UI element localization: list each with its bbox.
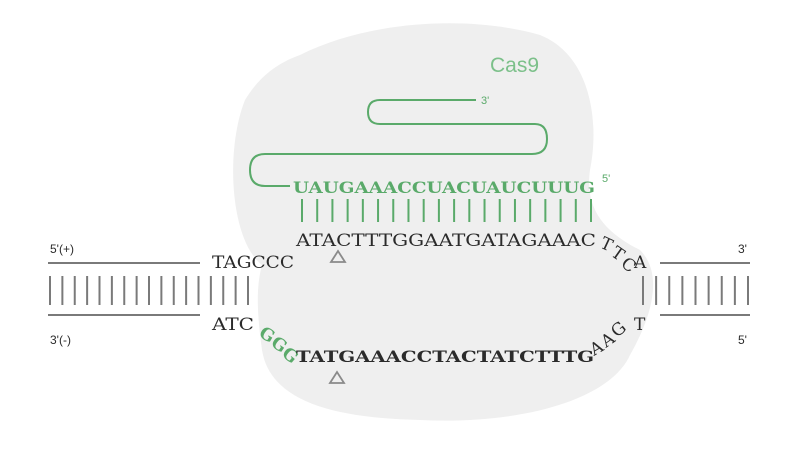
rna-dna-base-pairs: [301, 199, 592, 222]
guide-rna-backbone: [248, 99, 549, 187]
top-strand-target-sequence: ATACTTTGGAATGATAGAAAC: [295, 231, 596, 251]
left-duplex-base-pairs: [49, 276, 249, 305]
right-duplex-base-pairs: [642, 276, 749, 305]
bottom-strand-right-end: T: [634, 315, 646, 335]
cas9-label: Cas9: [490, 54, 539, 77]
bottom-strand-target-sequence: TATGAAACCTACTATCTTTG: [296, 347, 594, 366]
bottom-strand-left-sequence: ATC: [211, 315, 254, 335]
cas9-protein-shape: [233, 23, 654, 421]
bottom-strand-right-label: 5': [738, 333, 747, 347]
guide-rna-sequence: UAUGAAACCUACUAUCUUUG: [293, 178, 595, 197]
top-cut-site-triangle-icon: [329, 249, 347, 263]
guide-rna-five-prime: 5': [602, 173, 610, 185]
top-strand-right-end: A: [633, 253, 647, 273]
bottom-strand-left-label: 3'(-): [50, 333, 71, 347]
guide-rna-three-prime: 3': [481, 95, 489, 107]
top-strand-left-label: 5'(+): [50, 242, 74, 256]
top-strand-right-label: 3': [738, 242, 747, 256]
top-strand-left-sequence: TAGCCC: [212, 253, 294, 273]
bottom-cut-site-triangle-icon: [328, 370, 346, 384]
pam-sequence: GGG: [256, 323, 302, 368]
